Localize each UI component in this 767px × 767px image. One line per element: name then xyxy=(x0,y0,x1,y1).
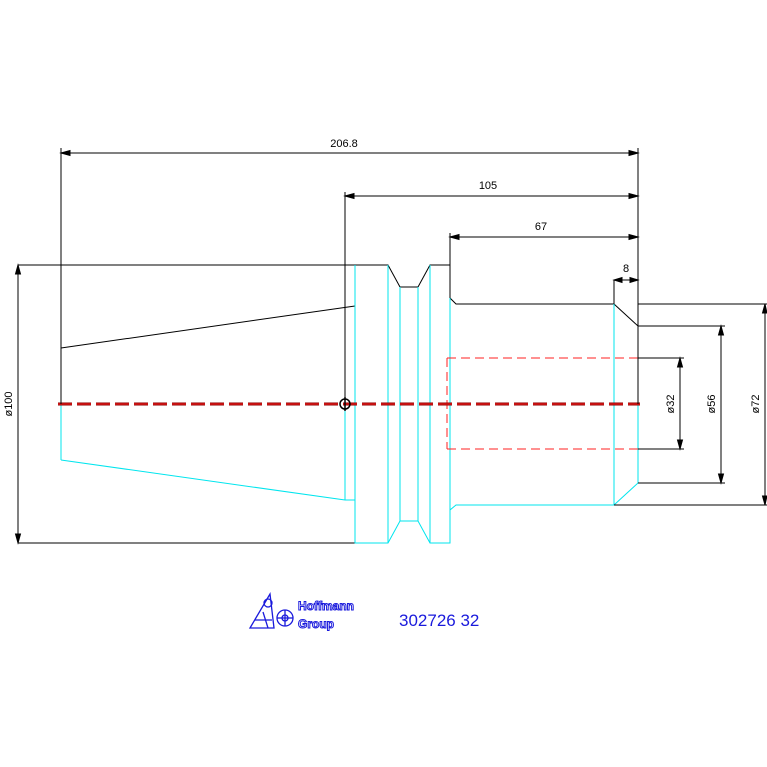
dimension-206-8 xyxy=(59,148,640,404)
dim-label-dia-100: ø100 xyxy=(3,391,15,416)
dim-label-105: 105 xyxy=(479,180,497,192)
dim-label-dia-72: ø72 xyxy=(750,395,762,414)
dimension-dia-32 xyxy=(638,356,684,451)
dimension-8 xyxy=(612,276,640,284)
dimension-105 xyxy=(343,192,640,265)
dim-label-dia-32: ø32 xyxy=(665,395,677,414)
logo-emblem-icon xyxy=(248,592,294,629)
part-number: 302726 32 xyxy=(399,611,479,630)
dimension-dia-72 xyxy=(614,303,767,506)
dimension-dia-100 xyxy=(14,263,22,545)
dimension-67 xyxy=(448,233,640,265)
dim-label-67: 67 xyxy=(535,221,547,233)
center-axis xyxy=(58,397,640,411)
hoffmann-logo xyxy=(248,592,294,629)
logo-wordmark-line1: Hoffmann xyxy=(298,599,354,613)
dim-label-206-8: 206.8 xyxy=(330,138,358,150)
logo-wordmark-line2: Group xyxy=(298,617,334,631)
dim-label-dia-56: ø56 xyxy=(706,395,718,414)
dimension-dia-56 xyxy=(638,324,725,485)
dim-label-8: 8 xyxy=(623,263,629,275)
